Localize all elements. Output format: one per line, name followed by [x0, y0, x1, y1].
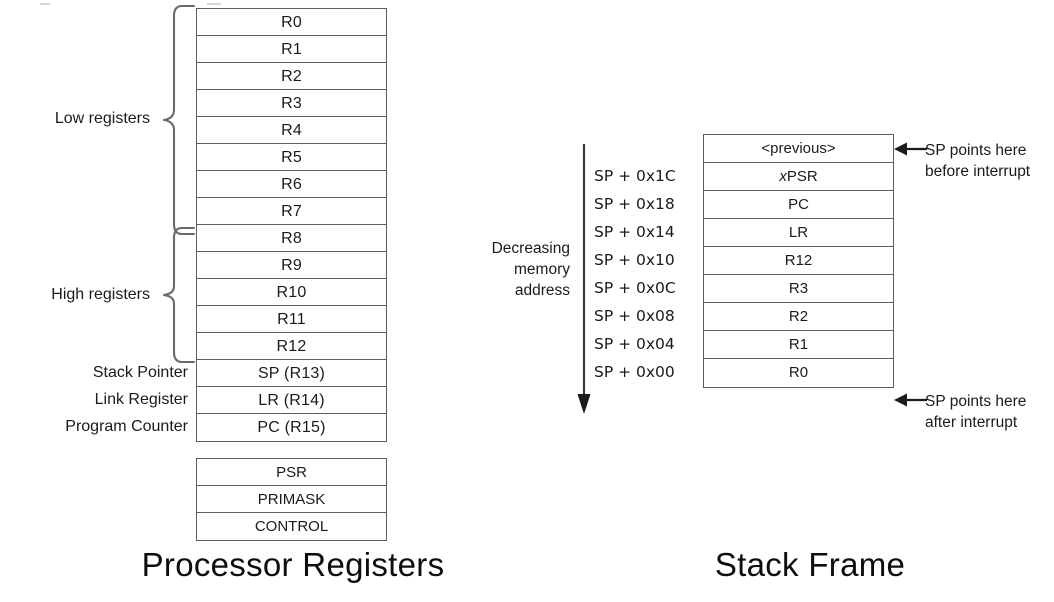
- stack-row: xPSR: [704, 163, 893, 191]
- high-registers-brace: [162, 226, 196, 364]
- register-row: R0: [197, 9, 386, 36]
- stack-row: R12: [704, 247, 893, 275]
- register-row: SP (R13): [197, 360, 386, 387]
- sp-after-interrupt-callout: SP points here after interrupt: [925, 391, 1026, 433]
- stack-offset-label: SP + 0x10: [594, 251, 675, 269]
- stack-offset-label: SP + 0x18: [594, 195, 675, 213]
- sp-after-line-1: SP points here: [925, 393, 1027, 410]
- stack-row: LR: [704, 219, 893, 247]
- special-register-table: PSR PRIMASK CONTROL: [196, 458, 387, 541]
- sp-before-interrupt-callout: SP points here before interrupt: [925, 140, 1030, 182]
- stack-row: R3: [704, 275, 893, 303]
- decreasing-line-3: address: [514, 282, 570, 299]
- decreasing-line-1: Decreasing: [491, 240, 570, 257]
- register-row: R4: [197, 117, 386, 144]
- processor-registers-caption: Processor Registers: [141, 546, 445, 583]
- stack-offset-label: SP + 0x08: [594, 307, 675, 325]
- high-registers-label: High registers: [51, 286, 150, 303]
- register-row: PC (R15): [197, 414, 386, 441]
- stack-row: R0: [704, 359, 893, 387]
- register-row: LR (R14): [197, 387, 386, 414]
- stack-frame-caption: Stack Frame: [714, 546, 906, 583]
- stack-row: PC: [704, 191, 893, 219]
- register-row: R3: [197, 90, 386, 117]
- decreasing-memory-address-label: Decreasing memory address: [470, 238, 570, 301]
- stack-offset-label: SP + 0x04: [594, 335, 675, 353]
- xpsr-italic-prefix: x: [779, 168, 787, 185]
- xpsr-text: PSR: [786, 168, 818, 185]
- decreasing-address-arrow: [577, 144, 591, 414]
- link-register-label: Link Register: [94, 391, 188, 408]
- low-registers-brace: [162, 4, 196, 236]
- register-row: R2: [197, 63, 386, 90]
- decreasing-line-2: memory: [514, 261, 570, 278]
- register-row: R8: [197, 225, 386, 252]
- stack-offset-label: SP + 0x0C: [594, 279, 676, 297]
- stack-row: R1: [704, 331, 893, 359]
- scan-artifact: [40, 3, 50, 5]
- program-counter-label: Program Counter: [65, 418, 188, 435]
- register-row: R10: [197, 279, 386, 306]
- stack-frame-table: <previous> xPSR PC LR R12 R3 R2 R1 R0: [703, 134, 894, 388]
- register-row: R9: [197, 252, 386, 279]
- register-row: R7: [197, 198, 386, 225]
- special-register-row: PRIMASK: [197, 486, 386, 513]
- stack-offset-label: SP + 0x00: [594, 363, 675, 381]
- register-row: R11: [197, 306, 386, 333]
- register-row: R1: [197, 36, 386, 63]
- sp-before-interrupt-arrow-icon: [894, 142, 927, 156]
- special-register-row: CONTROL: [197, 513, 386, 540]
- stack-pointer-label: Stack Pointer: [92, 364, 188, 381]
- special-register-row: PSR: [197, 459, 386, 486]
- register-row: R12: [197, 333, 386, 360]
- register-row: R6: [197, 171, 386, 198]
- stack-row: R2: [704, 303, 893, 331]
- low-registers-label: Low registers: [54, 110, 150, 127]
- stack-offset-label: SP + 0x1C: [594, 167, 676, 185]
- processor-register-table: R0 R1 R2 R3 R4 R5 R6 R7 R8 R9 R10 R11 R1…: [196, 8, 387, 442]
- sp-after-interrupt-arrow-icon: [894, 393, 927, 407]
- scan-artifact: [207, 3, 221, 5]
- register-row: R5: [197, 144, 386, 171]
- stack-offset-label: SP + 0x14: [594, 223, 675, 241]
- stack-row: <previous>: [704, 135, 893, 163]
- sp-after-line-2: after interrupt: [925, 414, 1018, 431]
- sp-before-line-2: before interrupt: [925, 163, 1031, 180]
- sp-before-line-1: SP points here: [925, 142, 1027, 159]
